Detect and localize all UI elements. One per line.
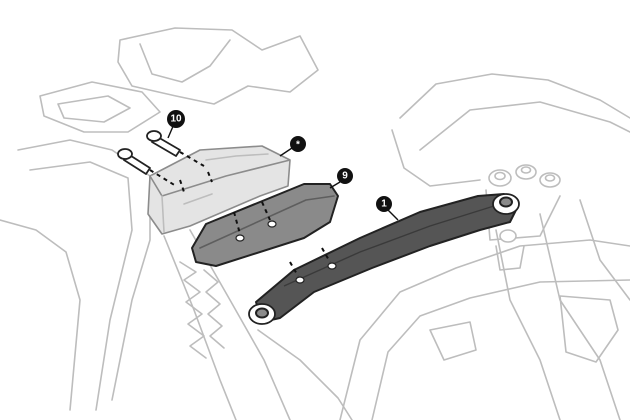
callout-bracket-label: 1 [381, 199, 387, 210]
vehicle-frame-outline [0, 27, 630, 420]
plate-holes [235, 220, 277, 242]
callout-housing: * [279, 136, 306, 157]
spacer-plate-part [191, 183, 339, 267]
mounting-bracket-part [248, 193, 520, 325]
callout-bolts-label: 10 [170, 114, 182, 125]
callout-bracket: 1 [376, 196, 399, 221]
bolt-left [117, 148, 177, 187]
callout-plate-label: 9 [342, 171, 348, 182]
callout-plate: 9 [329, 168, 353, 189]
callout-bolts: 10 [167, 110, 185, 139]
bracket-left-bushing [248, 303, 276, 325]
bolt-set [117, 130, 205, 187]
bracket-holes [295, 262, 337, 284]
frame-mounting-studs [485, 164, 561, 271]
housing-cover-part [147, 145, 291, 235]
bolt-right [146, 130, 205, 167]
bracket-right-bushing [492, 193, 520, 215]
callout-housing-label: * [296, 140, 300, 151]
